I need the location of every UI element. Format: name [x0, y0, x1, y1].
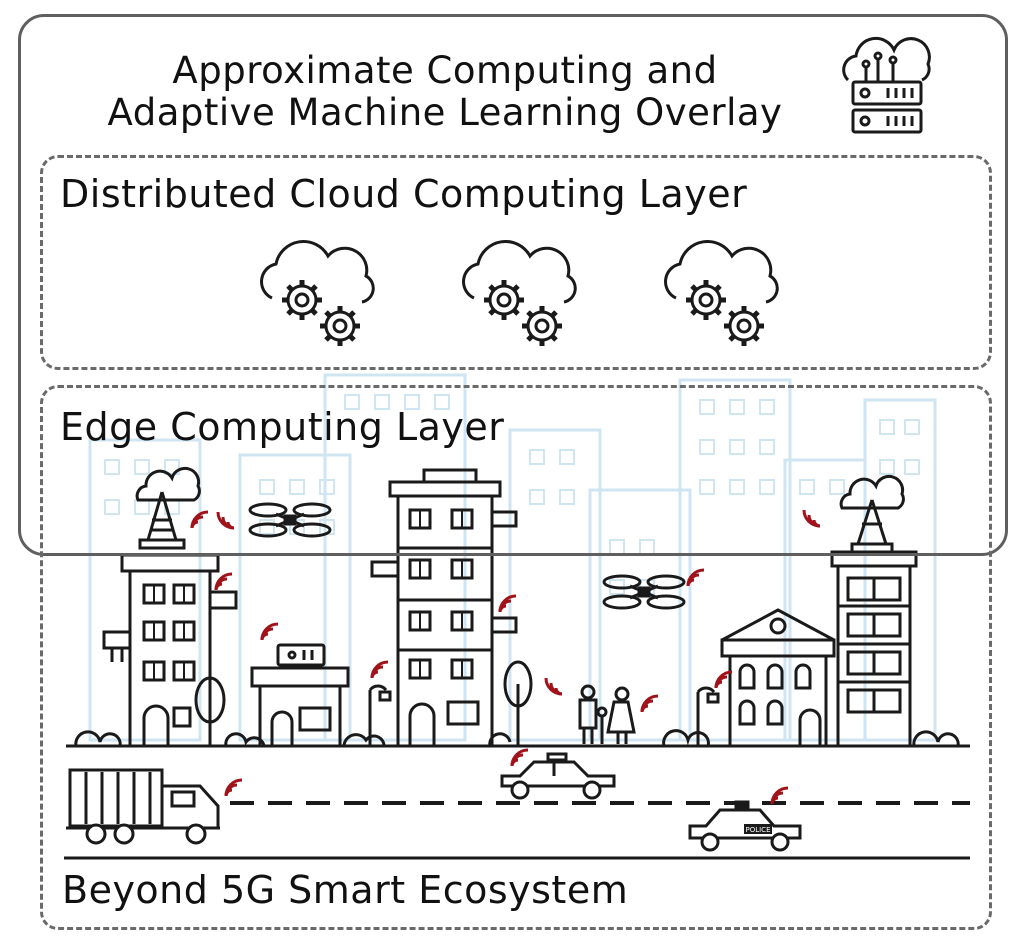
cloud-gears-icon: [664, 239, 779, 346]
drone: [602, 574, 686, 610]
police-car: POLICE: [688, 800, 802, 852]
garbage-truck: [66, 768, 220, 845]
edge-layer-frame: [40, 385, 992, 930]
shop-building: [250, 643, 350, 748]
overlay-title-line2: Adaptive Machine Learning Overlay: [107, 91, 783, 134]
overlay-title-line1: Approximate Computing and: [172, 49, 718, 92]
classical-building: [720, 608, 836, 748]
middle-tower-building: [370, 468, 518, 748]
cloud-server-icon: [842, 36, 931, 134]
street-lamp: [696, 686, 720, 746]
police-label: POLICE: [745, 826, 770, 834]
taxi-car: [500, 752, 616, 800]
cloud-layer-frame: [40, 155, 992, 370]
overlay-frame: [18, 14, 1008, 556]
tree: [503, 660, 533, 746]
right-tower-building: [830, 474, 918, 748]
tree: [194, 676, 226, 746]
edge-layer-title: Edge Computing Layer: [60, 405, 505, 449]
cloud-gears-icon: [260, 239, 375, 346]
bushes: [74, 729, 960, 747]
cloud-gears-icon: [462, 239, 577, 346]
cloud-layer-title: Distributed Cloud Computing Layer: [60, 172, 748, 216]
people: [578, 684, 636, 744]
overlay-title: Approximate Computing and Adaptive Machi…: [60, 50, 830, 134]
ecosystem-title: Beyond 5G Smart Ecosystem: [62, 868, 629, 912]
drone: [248, 502, 332, 538]
